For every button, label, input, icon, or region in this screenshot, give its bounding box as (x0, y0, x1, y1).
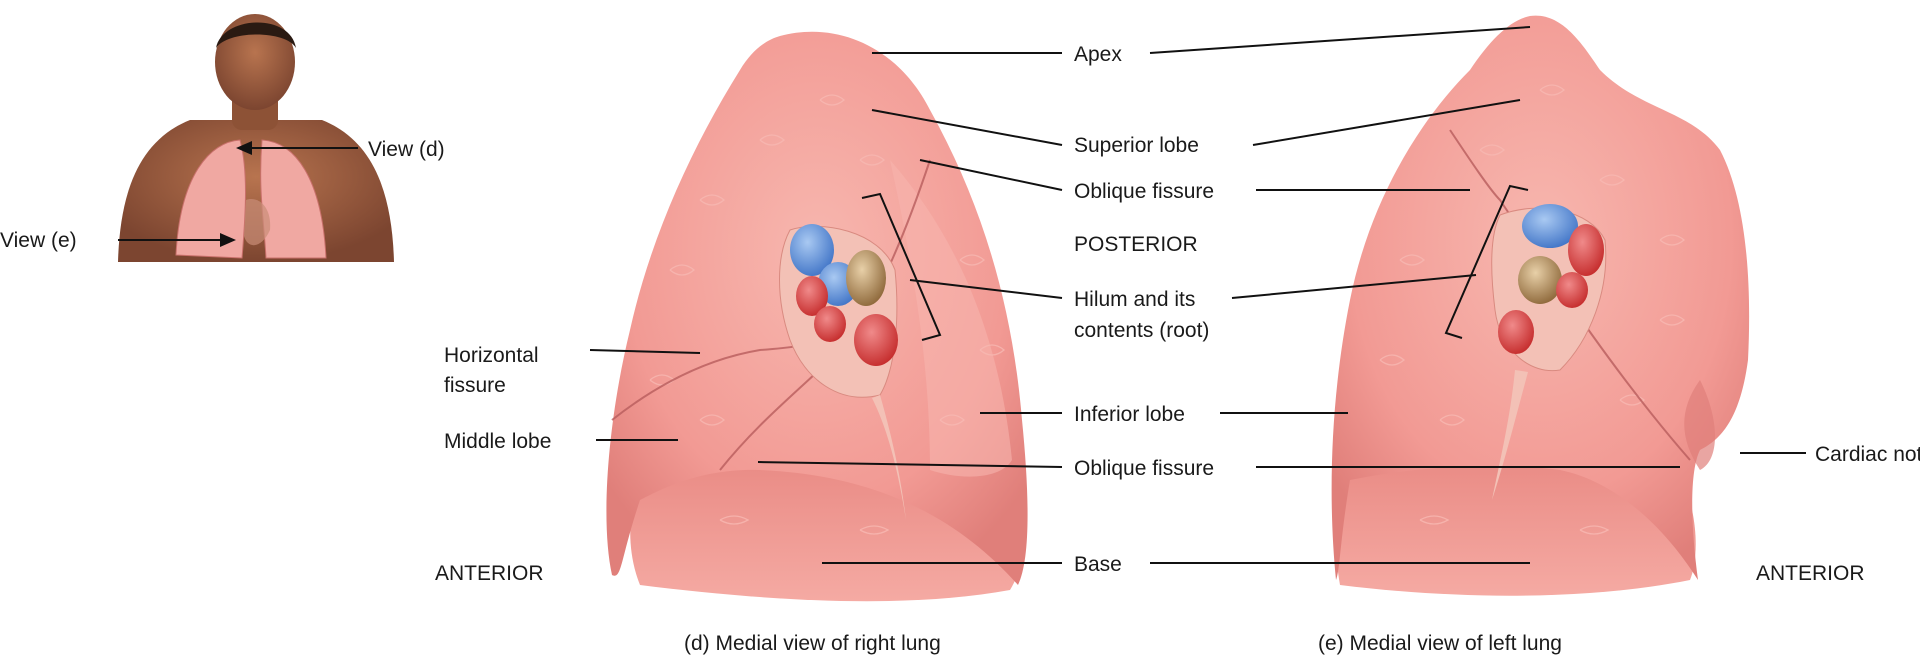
label-view-d: View (d) (368, 138, 445, 161)
inset-torso-figure (118, 14, 394, 262)
label-apex: Apex (1074, 43, 1122, 66)
label-oblique-fissure-lower: Oblique fissure (1074, 457, 1214, 480)
left-pulmonary-artery-lower (1498, 310, 1534, 354)
label-hilum-line1: Hilum and its (1074, 288, 1195, 311)
label-base: Base (1074, 553, 1122, 576)
label-horizontal-fissure-line2: fissure (444, 374, 506, 397)
label-horizontal-fissure-line1: Horizontal (444, 344, 539, 367)
left-main-bronchus (1518, 256, 1562, 304)
right-main-bronchus (846, 250, 886, 306)
right-lung-illustration (606, 32, 1027, 601)
label-posterior: POSTERIOR (1074, 233, 1198, 256)
label-middle-lobe: Middle lobe (444, 430, 551, 453)
label-cardiac-notch: Cardiac notch (1815, 443, 1920, 466)
left-pulmonary-artery-upper (1568, 224, 1604, 276)
caption-left-lung: (e) Medial view of left lung (1318, 632, 1562, 655)
label-anterior-right: ANTERIOR (1756, 562, 1865, 585)
right-pulmonary-artery-3 (854, 314, 898, 366)
right-pulmonary-artery-2 (814, 306, 846, 342)
label-view-e: View (e) (0, 229, 77, 252)
caption-right-lung: (d) Medial view of right lung (684, 632, 941, 655)
left-pulmonary-artery-mid (1556, 272, 1588, 308)
label-superior-lobe: Superior lobe (1074, 134, 1199, 157)
label-hilum-line2: contents (root) (1074, 319, 1209, 342)
label-anterior-left: ANTERIOR (435, 562, 544, 585)
left-lung-illustration (1332, 16, 1750, 596)
label-oblique-fissure-upper: Oblique fissure (1074, 180, 1214, 203)
label-inferior-lobe: Inferior lobe (1074, 403, 1185, 426)
